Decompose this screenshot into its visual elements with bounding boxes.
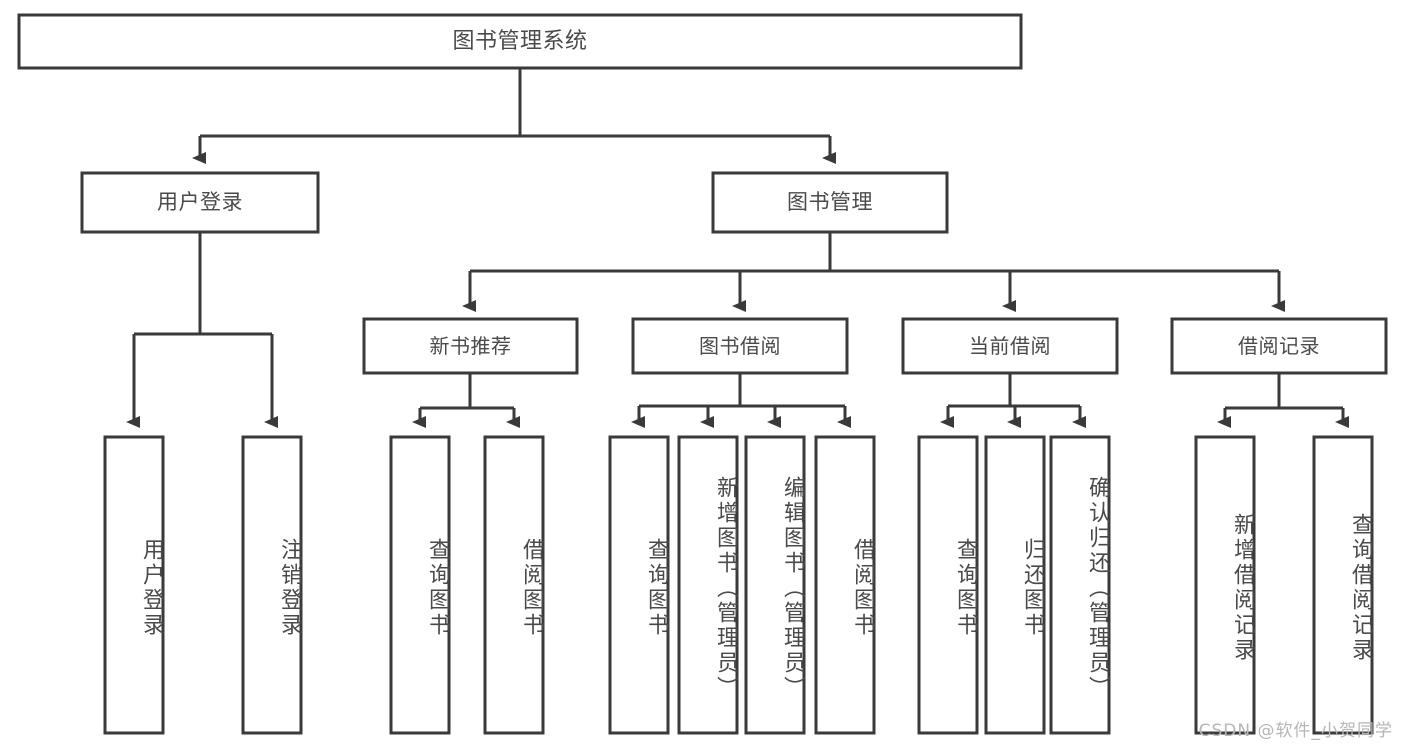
node-box-leaf-user-login[interactable] — [103, 435, 165, 735]
node-box-leaf-add-borrow-record[interactable] — [1194, 435, 1256, 735]
node-box-leaf-query-book-2[interactable] — [608, 435, 670, 735]
node-box-leaf-add-book-admin[interactable] — [677, 435, 739, 735]
node-box-leaf-borrow-book-1[interactable] — [483, 435, 545, 735]
node-box-book-management[interactable] — [711, 171, 949, 234]
node-box-book-borrow[interactable] — [631, 317, 849, 375]
node-box-title[interactable] — [17, 13, 1023, 70]
node-box-leaf-logout-login[interactable] — [241, 435, 303, 735]
node-box-leaf-confirm-return-admin[interactable] — [1049, 435, 1111, 735]
node-box-leaf-borrow-book-2[interactable] — [814, 435, 876, 735]
node-box-user-login[interactable] — [80, 171, 320, 234]
node-box-borrow-record[interactable] — [1170, 317, 1388, 375]
node-box-leaf-return-book[interactable] — [984, 435, 1046, 735]
node-box-leaf-query-book-1[interactable] — [389, 435, 451, 735]
watermark-text: CSDN @软件_小贺同学 — [1198, 721, 1393, 741]
node-box-leaf-query-book-3[interactable] — [917, 435, 979, 735]
node-box-new-book-recommend[interactable] — [362, 317, 579, 375]
node-box-leaf-query-borrow-record[interactable] — [1312, 435, 1374, 735]
node-box-current-borrow[interactable] — [901, 317, 1119, 375]
node-box-leaf-edit-book-admin[interactable] — [744, 435, 806, 735]
